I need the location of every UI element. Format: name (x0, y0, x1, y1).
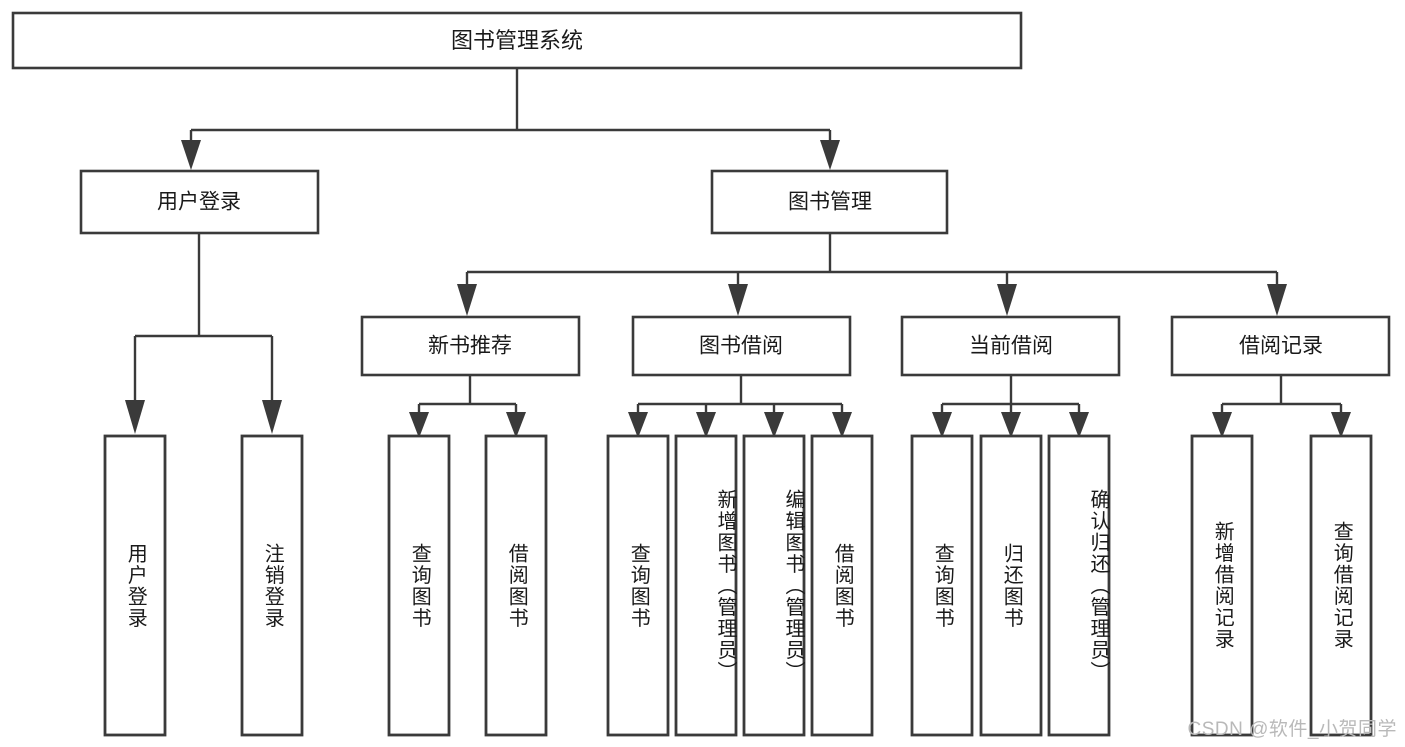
node-root-box[interactable] (11, 11, 1023, 70)
arrow-head-icon (181, 140, 201, 170)
arrow-head-icon (628, 412, 648, 438)
leaf-box-current-borrow-0[interactable] (910, 434, 974, 737)
arrow-head-icon (932, 412, 952, 438)
leaf-box-user-login-0[interactable] (103, 434, 167, 737)
node-book-borrow-box[interactable] (631, 315, 852, 377)
arrow-head-icon (997, 284, 1017, 316)
arrow-head-icon (262, 400, 282, 434)
watermark-text: CSDN @软件_小贺同学 (1187, 719, 1397, 740)
arrow-head-icon (1267, 284, 1287, 316)
node-borrow-record-label: 借阅记录 (1239, 335, 1323, 358)
connector-book-borrow-to-leaves (628, 376, 852, 438)
node-current-borrow[interactable]: 当前借阅 (900, 315, 1121, 377)
node-root-system[interactable]: 图书管理系统 (11, 11, 1023, 70)
node-borrow-record-box[interactable] (1170, 315, 1391, 377)
leaf-box-user-login-1[interactable] (240, 434, 304, 737)
leaf-box-book-borrow-0[interactable] (606, 434, 670, 737)
arrow-head-icon (832, 412, 852, 438)
arrow-head-icon (409, 412, 429, 438)
connector-root-to-level2 (181, 68, 840, 170)
arrow-head-icon (125, 400, 145, 434)
node-new-book-recommend-label: 新书推荐 (428, 335, 512, 358)
leaf-box-book-borrow-3[interactable] (810, 434, 874, 737)
connector-borrow-record-to-leaves (1212, 376, 1351, 438)
node-borrow-record[interactable]: 借阅记录 (1170, 315, 1391, 377)
leaf-box-borrow-record-0[interactable] (1190, 434, 1254, 737)
leaf-box-borrow-record-1[interactable] (1309, 434, 1373, 737)
leaf-box-new-book-0[interactable] (387, 434, 451, 737)
node-new-book-recommend-box[interactable] (360, 315, 581, 377)
leaf-box-current-borrow-1[interactable] (979, 434, 1043, 737)
node-book-management-label: 图书管理 (788, 191, 872, 214)
arrow-head-icon (1212, 412, 1232, 438)
node-user-login-label: 用户登录 (157, 191, 241, 214)
connector-book-mgmt-to-level3 (457, 233, 1287, 316)
arrow-head-icon (506, 412, 526, 438)
node-book-management[interactable]: 图书管理 (710, 169, 949, 235)
connector-current-borrow-to-leaves (932, 376, 1089, 438)
node-user-login-box[interactable] (79, 169, 320, 235)
connector-user-login-to-leaves (125, 233, 282, 434)
node-current-borrow-box[interactable] (900, 315, 1121, 377)
node-user-login[interactable]: 用户登录 (79, 169, 320, 235)
node-root-label: 图书管理系统 (451, 28, 583, 53)
arrow-head-icon (696, 412, 716, 438)
arrow-head-icon (728, 284, 748, 316)
node-new-book-recommend[interactable]: 新书推荐 (360, 315, 581, 377)
node-book-borrow[interactable]: 图书借阅 (631, 315, 852, 377)
connector-new-book-to-leaves (409, 376, 526, 438)
node-book-borrow-label: 图书借阅 (699, 335, 783, 358)
arrow-head-icon (1001, 412, 1021, 438)
arrow-head-icon (457, 284, 477, 316)
arrow-head-icon (764, 412, 784, 438)
node-current-borrow-label: 当前借阅 (969, 335, 1053, 358)
arrow-head-icon (1331, 412, 1351, 438)
arrow-head-icon (1069, 412, 1089, 438)
arrow-head-icon (820, 140, 840, 170)
leaf-box-current-borrow-2[interactable] (1047, 434, 1111, 737)
leaf-box-book-borrow-1[interactable] (674, 434, 738, 737)
leaf-box-book-borrow-2[interactable] (742, 434, 806, 737)
leaf-box-new-book-1[interactable] (484, 434, 548, 737)
node-book-management-box[interactable] (710, 169, 949, 235)
